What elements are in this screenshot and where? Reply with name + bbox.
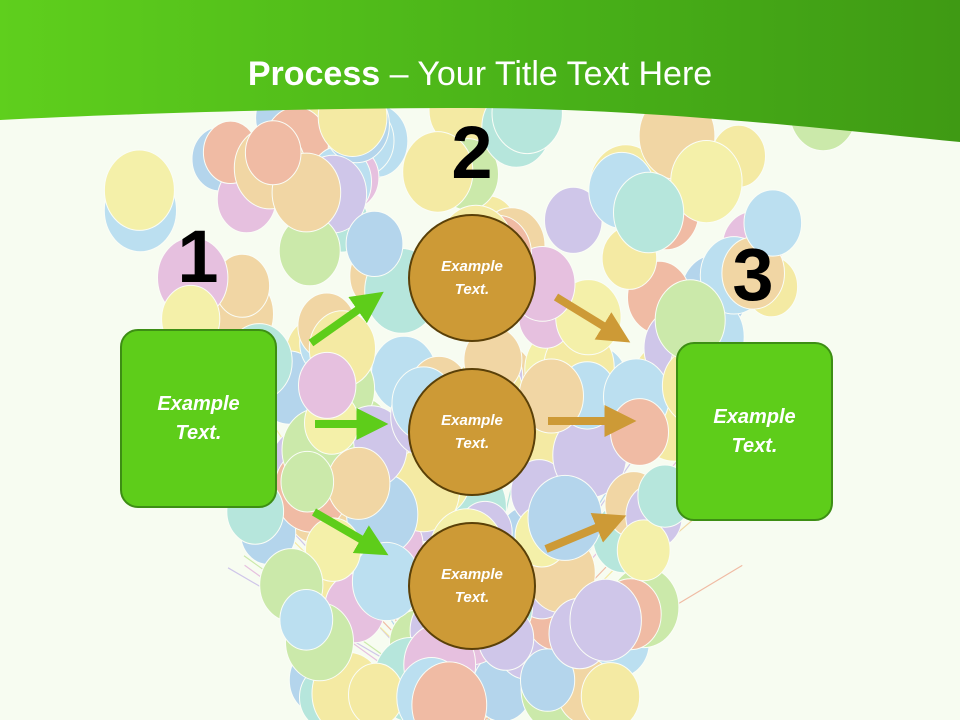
step-number-2: 2 — [451, 111, 493, 194]
step-1-box: Example Text. — [120, 329, 277, 508]
slide-title: Process – Your Title Text Here — [0, 52, 960, 96]
step-2-circle-top: Example Text. — [408, 214, 536, 342]
step-3-box: Example Text. — [676, 342, 833, 521]
step-number-3: 3 — [732, 233, 774, 316]
step-2-circle-middle-text: Example Text. — [441, 412, 503, 452]
title-bold-text: Process — [247, 55, 381, 93]
step-number-1: 1 — [177, 215, 219, 298]
step-3-box-text: Example Text. — [713, 405, 796, 457]
header-banner — [0, 0, 960, 142]
arrow-gold-up — [544, 513, 627, 553]
arrow-green-up — [308, 291, 384, 347]
step-2-circle-middle: Example Text. — [408, 368, 536, 496]
step-2-circle-bottom-text: Example Text. — [441, 566, 503, 606]
step-2-circle-top-text: Example Text. — [441, 258, 503, 298]
arrow-green-down — [311, 508, 389, 556]
step-2-circle-bottom: Example Text. — [408, 522, 536, 650]
step-1-box-text: Example Text. — [157, 392, 240, 444]
arrow-gold-down — [553, 293, 631, 343]
title-rest-text: – Your Title Text Here — [380, 55, 713, 93]
